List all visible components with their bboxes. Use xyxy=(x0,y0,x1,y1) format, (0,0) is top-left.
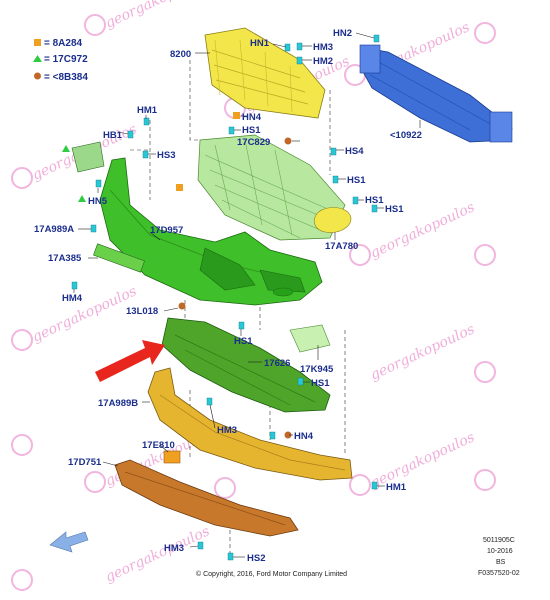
fastener-icon xyxy=(95,179,102,188)
circle-marker-icon xyxy=(284,137,292,145)
watermark-text: georgakopoulos xyxy=(368,429,477,491)
part-label-hm4: HM4 xyxy=(62,293,83,304)
watermark-logo-icon xyxy=(11,14,496,591)
part-label-hm1: HM1 xyxy=(137,105,158,116)
legend-label: = 8A284 xyxy=(44,38,83,49)
red-arrow-icon xyxy=(95,340,165,382)
part-label-hm3: HM3 xyxy=(313,42,333,53)
part-label-hn4: HN4 xyxy=(242,112,262,123)
part-label-17c829: 17C829 xyxy=(237,137,270,148)
fastener-icon xyxy=(143,117,150,126)
footer: © Copyright, 2016, Ford Motor Company Li… xyxy=(196,537,520,578)
leader-lines xyxy=(73,32,421,558)
part-label-17d957: 17D957 xyxy=(150,225,183,236)
fastener-icon xyxy=(330,147,337,156)
circle-marker-icon xyxy=(284,431,292,439)
fastener-icon xyxy=(71,281,78,290)
part-label-hn2: HN2 xyxy=(333,28,352,39)
fastener-icon xyxy=(352,196,359,205)
part-label-17k945: 17K945 xyxy=(300,364,334,375)
undertray xyxy=(161,317,331,413)
legend-label: = <8B384 xyxy=(44,72,88,83)
bumper-reinforcement xyxy=(359,44,513,143)
legend-square-icon xyxy=(34,39,41,46)
part-label-hs2: HS2 xyxy=(247,553,265,564)
legend: = 8A284 = 17C972 = <8B384 xyxy=(33,38,88,83)
reference-line: 10-2016 xyxy=(487,548,513,555)
watermark-text: georgakopoulos xyxy=(30,283,139,345)
circle-marker-icon xyxy=(178,302,186,310)
reference-line: 5011905C xyxy=(483,537,515,544)
fastener-icon xyxy=(90,224,97,233)
fastener-icon xyxy=(284,43,291,52)
legend-triangle-icon xyxy=(33,55,42,62)
fastener-icon xyxy=(296,42,303,51)
fastener-icon xyxy=(228,126,235,135)
hn4-fastener-icon xyxy=(233,112,240,119)
copyright-text: © Copyright, 2016, Ford Motor Company Li… xyxy=(196,570,347,578)
part-label-17a989b: 17A989B xyxy=(98,398,138,409)
watermark-text: georgakopoulos xyxy=(368,321,477,383)
lower-lip-spoiler xyxy=(147,367,353,481)
fastener-icon xyxy=(197,541,204,550)
part-label-17d751: 17D751 xyxy=(68,457,102,468)
part-labels: 8200 HN1 HM3 HM2 HN2 <10922 HN4 HS1 17C8… xyxy=(34,28,422,564)
part-label-17626: 17626 xyxy=(264,358,290,369)
part-label-hs1: HS1 xyxy=(311,378,330,389)
part-label-hm3: HM3 xyxy=(164,543,184,554)
skid-plate xyxy=(114,459,299,537)
part-label-17a385: 17A385 xyxy=(48,253,82,264)
triangle-marker-icon xyxy=(78,195,86,202)
fastener-icon xyxy=(332,175,339,184)
part-label-13l018: 13L018 xyxy=(126,306,158,317)
part-label-hs3: HS3 xyxy=(157,150,175,161)
watermark-text: georgakopoulos xyxy=(103,0,212,32)
fastener-icon xyxy=(238,321,245,330)
reference-line: BS xyxy=(496,559,506,566)
fastener-icon xyxy=(373,34,380,43)
part-label-hb1: HB1 xyxy=(103,130,123,141)
square-marker-icon xyxy=(176,184,183,191)
part-label-10922: <10922 xyxy=(390,130,422,141)
reference-line: F0357520-02 xyxy=(478,570,520,577)
part-label-hs1: HS1 xyxy=(242,125,261,136)
part-label-hs1: HS1 xyxy=(347,175,366,186)
part-label-hs1: HS1 xyxy=(234,336,253,347)
fastener-icon xyxy=(142,150,149,159)
inner-grille xyxy=(197,134,346,241)
part-label-hm3: HM3 xyxy=(217,425,237,436)
part-label-hn5: HN5 xyxy=(88,196,108,207)
part-label-hm1: HM1 xyxy=(386,482,407,493)
blue-arrow-icon xyxy=(49,531,89,553)
fastener-icons xyxy=(71,34,380,561)
part-label-hs4: HS4 xyxy=(345,146,364,157)
part-label-hs1: HS1 xyxy=(385,204,404,215)
legend-label: = 17C972 xyxy=(44,54,88,65)
part-label-hn1: HN1 xyxy=(250,38,270,49)
part-label-8200: 8200 xyxy=(170,49,191,60)
part-label-17a780: 17A780 xyxy=(325,241,358,252)
part-label-hs1: HS1 xyxy=(365,195,384,206)
part-label-hn4: HN4 xyxy=(294,431,314,442)
fastener-icon xyxy=(297,377,304,386)
fastener-icon xyxy=(296,56,303,65)
fastener-icon xyxy=(371,481,378,490)
fastener-icon xyxy=(127,130,134,139)
upper-grille xyxy=(204,27,326,119)
part-label-17e810: 17E810 xyxy=(142,440,175,451)
part-label-hm2: HM2 xyxy=(313,56,333,67)
fastener-icon xyxy=(206,397,213,406)
legend-circle-icon xyxy=(34,72,41,80)
fastener-icon xyxy=(227,552,234,561)
fastener-icon xyxy=(371,204,378,213)
part-label-17a989a: 17A989A xyxy=(34,224,74,235)
fastener-icon xyxy=(269,431,276,440)
triangle-marker-icon xyxy=(62,145,70,152)
